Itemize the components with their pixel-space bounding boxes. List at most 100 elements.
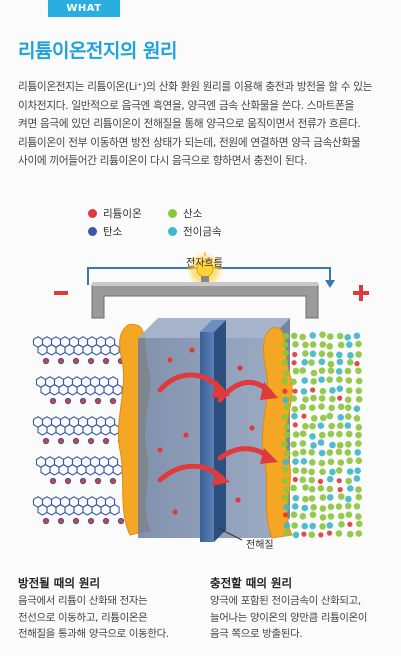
- graphite-hexagon: [46, 343, 57, 356]
- oxygen-dot: [337, 403, 345, 411]
- oxygen-dot: [338, 493, 345, 500]
- graphite-hexagon: [73, 503, 84, 516]
- anode-graphite: [32, 336, 132, 525]
- transition-metal-dot: [282, 396, 290, 404]
- transition-metal-dot: [347, 485, 354, 492]
- graphite-hexagon: [100, 503, 111, 516]
- current-flow-label: 전자흐름: [186, 258, 223, 269]
- charge-title: 충전할 때의 원리: [210, 576, 293, 590]
- transition-metal-dot: [344, 334, 352, 341]
- oxygen-dot: [353, 415, 361, 422]
- oxygen-dot: [327, 367, 335, 374]
- oxygen-dot: [299, 476, 307, 484]
- oxygen-dot: [344, 449, 352, 456]
- oxygen-dot: [308, 359, 315, 366]
- lithium-ion-dot: [249, 425, 255, 431]
- transition-metal-dot-icon: [168, 227, 177, 236]
- transition-metal-dot: [317, 422, 325, 429]
- transition-metal-dot: [292, 458, 299, 465]
- oxygen-dot: [302, 495, 309, 503]
- oxygen-dot: [355, 440, 362, 447]
- oxygen-dot: [281, 477, 289, 485]
- oxygen-dot: [319, 523, 326, 530]
- transition-metal-dot: [300, 458, 308, 465]
- lithium-ion-dot: [49, 397, 57, 405]
- oxygen-dot: [290, 378, 297, 386]
- oxygen-dot: [308, 476, 316, 484]
- graphite-hexagon: [64, 343, 75, 356]
- graphite-hexagon: [103, 383, 114, 396]
- graphite-hexagon: [85, 463, 96, 476]
- oxygen-dot: [310, 415, 318, 422]
- oxygen-dot: [300, 467, 308, 475]
- oxygen-dot: [355, 387, 363, 395]
- lithium-ion-dot: [57, 357, 65, 365]
- transition-metal-dot: [353, 475, 361, 482]
- graphite-hexagon: [109, 503, 120, 516]
- oxygen-dot: [346, 530, 354, 538]
- oxygen-dot: [355, 340, 362, 348]
- lithium-ion-dot: [72, 517, 80, 525]
- oxygen-dot: [345, 413, 352, 420]
- lithium-ion-dot: [292, 351, 298, 358]
- graphite-hexagon: [100, 423, 111, 436]
- oxygen-dot: [355, 457, 363, 464]
- transition-metal-dot: [326, 475, 334, 483]
- oxygen-dot: [283, 486, 291, 493]
- graphite-hexagon: [100, 343, 111, 356]
- graphite-hexagon: [85, 383, 96, 396]
- graphite-hexagon: [55, 423, 66, 436]
- oxygen-dot: [345, 377, 353, 384]
- graphite-hexagon: [46, 503, 57, 516]
- ion-flow-arrowheads: [212, 380, 278, 486]
- transition-metal-dot: [301, 359, 309, 366]
- carbon-dot-icon: [88, 227, 97, 236]
- transition-metal-dot: [353, 332, 361, 340]
- transition-metal-dot: [309, 350, 317, 358]
- transition-metal-dot: [326, 494, 334, 501]
- oxygen-dot: [309, 404, 316, 411]
- oxygen-dot: [355, 493, 363, 501]
- lithium-ion-dot: [64, 397, 72, 405]
- lithium-ion-dot: [291, 360, 297, 366]
- oxygen-dot: [310, 378, 318, 385]
- lithium-ion-dot: [109, 477, 117, 485]
- oxygen-dot: [319, 341, 327, 348]
- transition-metal-dot: [292, 531, 300, 539]
- lithium-ion-dot: [167, 357, 173, 363]
- intro-line: 리튬이온전지는 리튬이온(Li⁺)의 산화 환원 원리를 이용해 충전과 방전을…: [18, 81, 373, 93]
- lithium-ion-dot: [337, 487, 343, 493]
- oxygen-dot: [308, 485, 316, 493]
- transition-metal-dot: [326, 522, 334, 529]
- oxygen-dot: [318, 459, 326, 467]
- oxygen-dot: [328, 404, 336, 412]
- oxygen-dot: [319, 514, 327, 521]
- graphite-hexagon: [82, 503, 93, 516]
- lithium-ion-dot: [102, 437, 110, 445]
- oxygen-dot: [356, 520, 363, 528]
- graphite-hexagon: [49, 383, 60, 396]
- transition-metal-dot: [309, 433, 316, 440]
- transition-metal-dot: [353, 405, 361, 412]
- oxygen-dot: [338, 521, 345, 528]
- lithium-ion-dot: [57, 517, 65, 525]
- intro-line: 리튬이온이 전부 이동하면 방전 상태가 되는데, 전원에 연결하면 양극 금속…: [18, 136, 361, 149]
- transition-metal-dot: [317, 439, 325, 446]
- discharge-body: 음극에서 리튬이 산화돼 전자는 전선으로 이동하고, 리튬이온은 전해질을 통…: [18, 593, 169, 643]
- cathode-metal-oxide: [281, 331, 363, 539]
- oxygen-dot: [346, 457, 354, 465]
- transition-metal-dot: [301, 377, 309, 384]
- oxygen-dot: [326, 376, 334, 383]
- oxygen-dot: [327, 513, 335, 520]
- discharge-line: 전해질을 통과해 양극으로 이동한다.: [18, 628, 169, 640]
- oxygen-dot: [302, 423, 309, 430]
- oxygen-dot: [326, 485, 334, 493]
- oxygen-dot: [283, 403, 291, 411]
- lithium-ion-dot: [64, 477, 72, 485]
- graphite-hexagon: [112, 463, 123, 476]
- charge-line: 늘어나는 양이온의 양만큼 리튬이온이: [210, 611, 368, 624]
- oxygen-dot: [299, 430, 307, 437]
- graphite-hexagon: [73, 423, 84, 436]
- oxygen-dot: [283, 529, 291, 537]
